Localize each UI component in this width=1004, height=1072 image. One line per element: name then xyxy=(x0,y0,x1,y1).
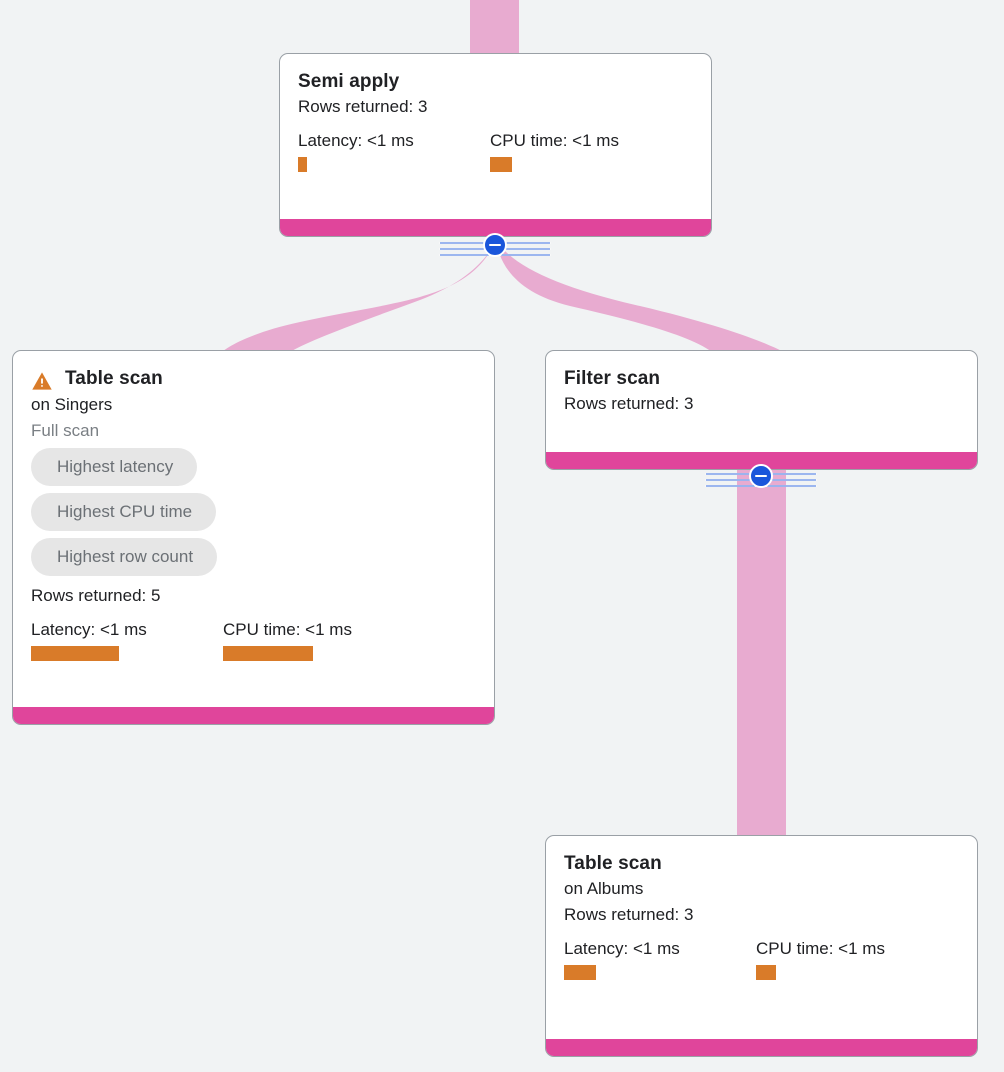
warning-triangle-icon xyxy=(32,372,52,390)
metric-latency: Latency: <1 ms xyxy=(298,130,490,172)
edge-semi-apply-to-table-scan-singers xyxy=(222,240,496,352)
node-scan-type: Full scan xyxy=(31,421,100,440)
plan-node-table-scan-singers[interactable]: Table scan on Singers Full scan Highest … xyxy=(12,350,495,725)
node-subtitle: on Singers xyxy=(31,395,113,414)
chip-highest-row-count[interactable]: Highest row count xyxy=(31,538,218,576)
plan-node-filter-scan[interactable]: Filter scan Rows returned: 3 xyxy=(545,350,978,470)
metric-cpu-bar xyxy=(223,646,313,661)
node-title: Table scan xyxy=(65,368,163,389)
plan-node-table-scan-albums[interactable]: Table scan on Albums Rows returned: 3 La… xyxy=(545,835,978,1057)
metric-latency: Latency: <1 ms xyxy=(564,938,756,980)
minus-icon[interactable] xyxy=(749,464,773,488)
node-metrics: Latency: <1 ms CPU time: <1 ms xyxy=(298,130,693,172)
metric-latency-bar xyxy=(298,157,307,172)
rows-returned: Rows returned: 5 xyxy=(31,586,161,605)
node-subtitle: on Albums xyxy=(564,879,644,898)
metric-cpu: CPU time: <1 ms xyxy=(223,619,352,661)
metric-cpu-label: CPU time: <1 ms xyxy=(756,939,885,958)
node-header: Table scan xyxy=(564,852,959,876)
metric-cpu: CPU time: <1 ms xyxy=(756,938,885,980)
rows-returned: Rows returned: 3 xyxy=(298,97,428,116)
metric-cpu-label: CPU time: <1 ms xyxy=(223,620,352,639)
metric-latency-label: Latency: <1 ms xyxy=(564,939,680,958)
node-accent-bar xyxy=(546,1039,977,1056)
node-accent-bar xyxy=(280,219,711,236)
metric-latency-label: Latency: <1 ms xyxy=(298,131,414,150)
metric-latency-label: Latency: <1 ms xyxy=(31,620,147,639)
edge-semi-apply-to-filter-scan xyxy=(496,240,784,352)
metric-latency-bar xyxy=(31,646,119,661)
node-body: Table scan on Singers Full scan Highest … xyxy=(13,351,494,707)
minus-icon[interactable] xyxy=(483,233,507,257)
node-title: Filter scan xyxy=(564,368,661,389)
chip-highest-latency[interactable]: Highest latency xyxy=(31,448,198,486)
collapse-toggle-semi-apply[interactable] xyxy=(440,230,550,260)
node-accent-bar xyxy=(13,707,494,724)
rows-returned: Rows returned: 3 xyxy=(564,905,694,924)
edge-incoming-semi-apply xyxy=(470,0,519,53)
edge-filter-scan-to-table-scan-albums xyxy=(737,470,786,837)
node-metrics: Latency: <1 ms CPU time: <1 ms xyxy=(564,938,959,980)
metric-cpu-bar xyxy=(756,965,776,980)
metric-latency: Latency: <1 ms xyxy=(31,619,223,661)
node-title: Table scan xyxy=(564,853,662,874)
metric-latency-bar xyxy=(564,965,596,980)
node-chip-list: Highest latency Highest CPU time Highest… xyxy=(31,448,476,576)
node-header: Semi apply xyxy=(298,70,693,94)
chip-highest-cpu-time[interactable]: Highest CPU time xyxy=(31,493,217,531)
node-accent-bar xyxy=(546,452,977,469)
node-body: Table scan on Albums Rows returned: 3 La… xyxy=(546,836,977,1039)
metric-cpu-bar xyxy=(490,157,512,172)
plan-node-semi-apply[interactable]: Semi apply Rows returned: 3 Latency: <1 … xyxy=(279,53,712,237)
rows-returned: Rows returned: 3 xyxy=(564,394,694,413)
node-metrics: Latency: <1 ms CPU time: <1 ms xyxy=(31,619,476,661)
metric-cpu: CPU time: <1 ms xyxy=(490,130,619,172)
node-header: Filter scan xyxy=(564,367,959,391)
node-body: Semi apply Rows returned: 3 Latency: <1 … xyxy=(280,54,711,219)
collapse-toggle-filter-scan[interactable] xyxy=(706,461,816,491)
node-title: Semi apply xyxy=(298,71,400,92)
node-header: Table scan xyxy=(31,367,476,392)
node-body: Filter scan Rows returned: 3 xyxy=(546,351,977,452)
metric-cpu-label: CPU time: <1 ms xyxy=(490,131,619,150)
